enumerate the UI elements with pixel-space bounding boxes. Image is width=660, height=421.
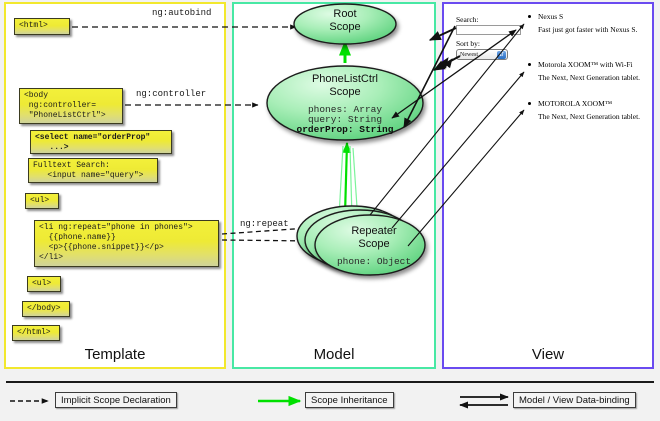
legend-implicit-scope-declaration-label: Implicit Scope Declaration (55, 392, 177, 408)
view-phone-snippet: The Next, Next Generation tablet. (538, 73, 641, 82)
legend-data-binding-label: Model / View Data-binding (513, 392, 636, 408)
code-box-body-close-tag: </body> (22, 301, 70, 317)
bullet-icon (528, 15, 531, 18)
view-phone-name: MOTOROLA XOOM™ (538, 99, 613, 108)
bullet-icon (528, 63, 531, 66)
view-search-input[interactable] (456, 25, 521, 35)
view-sort-label: Sort by: (456, 39, 480, 48)
chevron-updown-icon: ⇵ (497, 51, 506, 59)
view-phone-name: Nexus S (538, 12, 564, 21)
code-box-ul-open-tag: <ul> (25, 193, 59, 209)
panel-model-label: Model (313, 346, 355, 363)
code-box-body-controller-tag: <body ng:controller= "PhoneListCtrl"> (19, 88, 123, 124)
view-phone-snippet: Fast just got faster with Nexus S. (538, 25, 638, 34)
panel-view-label: View (531, 346, 565, 363)
view-search-label: Search: (456, 15, 479, 24)
code-box-li-ngrepeat-block: <li ng:repeat="phone in phones"> {{phone… (34, 220, 219, 267)
panel-template-label: Template (84, 346, 146, 363)
legend-scope-inheritance-label: Scope Inheritance (305, 392, 394, 408)
code-box-html-close-tag: </html> (12, 325, 60, 341)
legend-divider (6, 381, 654, 383)
view-phone-name: Motorola XOOM™ with Wi-Fi (538, 60, 633, 69)
view-sort-select[interactable]: Newest ⇵ (456, 49, 508, 60)
code-box-ul-close-tag: <ul> (27, 276, 61, 292)
panel-model: Model (232, 2, 436, 369)
view-sort-select-value: Newest (460, 52, 478, 58)
code-box-html-open-tag: <html> (14, 18, 70, 35)
code-box-fulltext-search-input: Fulltext Search: <input name="query"> (28, 158, 158, 183)
code-box-select-orderprop-tag: <select name="orderProp" ...> (30, 130, 172, 154)
bullet-icon (528, 102, 531, 105)
view-phone-snippet: The Next, Next Generation tablet. (538, 112, 641, 121)
